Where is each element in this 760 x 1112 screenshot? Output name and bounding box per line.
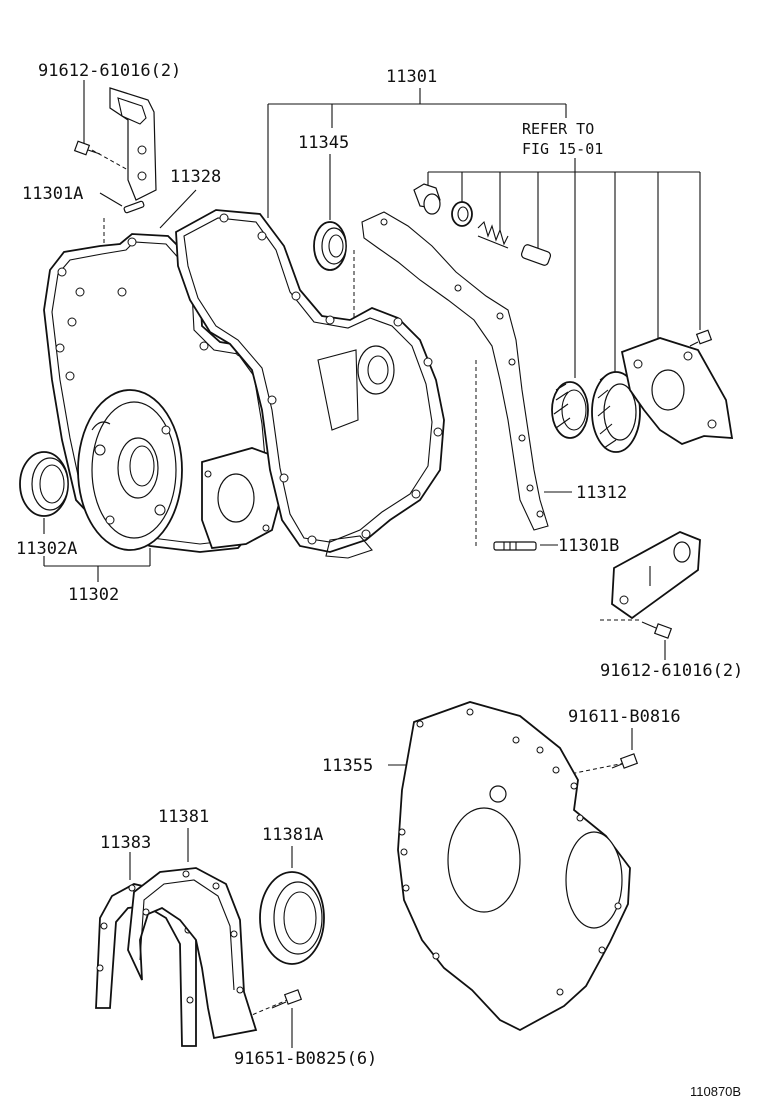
label-11345: 11345: [298, 133, 349, 153]
bolt-icon-end-plate: [611, 753, 639, 769]
label-refer-to: REFER TO: [522, 120, 594, 138]
label-11302A: 11302A: [16, 539, 77, 559]
plug-icon: [413, 183, 441, 215]
figure-id: 110870B: [690, 1084, 741, 1099]
pump-body: [201, 447, 281, 549]
label-11302: 11302: [68, 585, 119, 605]
spring-icon: [477, 220, 509, 249]
label-fig-15-01: FIG 15-01: [522, 140, 603, 158]
label-11328: 11328: [170, 167, 221, 187]
leader-lines: [43, 80, 701, 1048]
oil-seal-11302A: [19, 451, 69, 517]
label-11381: 11381: [158, 807, 209, 827]
bracket-right: [611, 531, 701, 620]
label-11301A: 11301A: [22, 184, 83, 204]
timing-gear-case-11301: [175, 209, 445, 559]
label-11301B: 11301B: [558, 536, 619, 556]
stud-11301B: [493, 541, 537, 551]
bracket-top-left: [109, 87, 157, 201]
label-11312: 11312: [576, 483, 627, 503]
label-91611: 91611-B0816: [568, 707, 681, 727]
oil-seal-retainer-11381: [127, 867, 258, 1040]
bolt-icon-right: [689, 329, 713, 347]
dowel-pin-icon: [123, 200, 145, 214]
label-11381A: 11381A: [262, 825, 323, 845]
timing-cover-11302: [77, 389, 183, 551]
label-11355: 11355: [322, 756, 373, 776]
oil-seal-11345: [313, 221, 347, 271]
gasket-ring-icon: [451, 201, 473, 227]
oil-pump-driven-gear: [591, 371, 641, 453]
oil-pump-cover-plate: [620, 337, 734, 445]
gasket-11312: [361, 211, 549, 531]
bolt-icon-retainer: [271, 989, 303, 1009]
valve-piston-icon: [520, 244, 552, 266]
bolt-icon: [73, 140, 101, 156]
oil-seal-11381A: [259, 871, 325, 965]
label-91651: 91651-B0825(6): [234, 1049, 377, 1069]
bolt-icon-bracket: [641, 621, 673, 639]
end-plate-11355: [397, 701, 631, 1032]
label-11301: 11301: [386, 67, 437, 87]
label-91612-top-left: 91612-61016(2): [38, 61, 181, 81]
oil-pump-drive-gear: [551, 381, 589, 439]
label-11383: 11383: [100, 833, 151, 853]
label-91612-right: 91612-61016(2): [600, 661, 743, 681]
